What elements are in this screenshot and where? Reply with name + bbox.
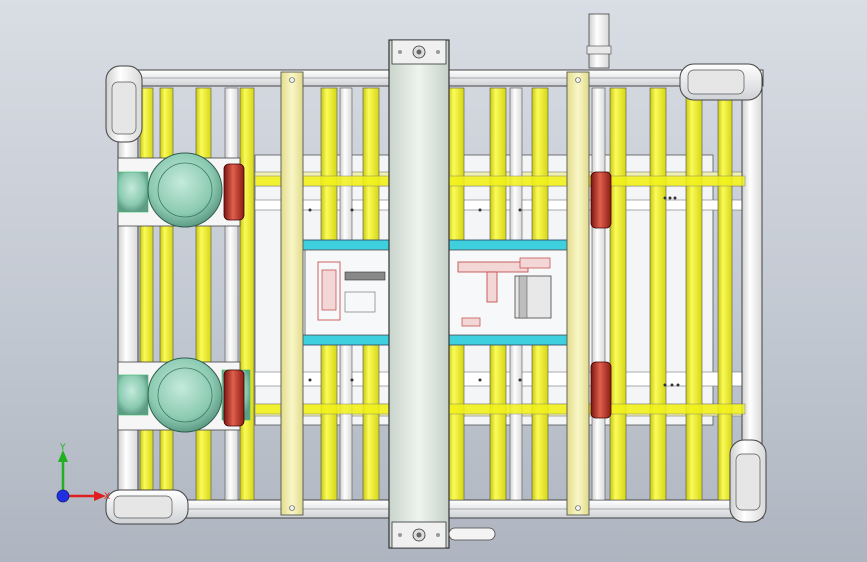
top-post — [586, 13, 612, 69]
axis-y-label: Y — [59, 443, 66, 453]
axis-x-arrow-icon — [94, 491, 106, 501]
casters[interactable] — [105, 63, 767, 525]
axis-triad[interactable]: Y X — [56, 443, 110, 503]
axis-z-icon — [56, 489, 70, 503]
center-left-rollers — [320, 87, 380, 501]
axis-x-label: X — [104, 492, 110, 502]
caster-bottom-right — [729, 439, 767, 523]
caster-top-right — [679, 63, 763, 101]
bumpers — [223, 163, 612, 427]
caster-bottom-left — [105, 489, 189, 525]
caster-top-left — [105, 65, 143, 143]
handle-bottom[interactable] — [448, 527, 496, 541]
guide-rails[interactable] — [280, 71, 590, 516]
axis-y-arrow-icon — [58, 450, 68, 462]
motor-top[interactable] — [117, 152, 241, 228]
left-rollers — [139, 87, 255, 501]
right-rollers — [591, 87, 733, 501]
fasteners — [308, 196, 680, 387]
cross-bands — [254, 175, 746, 415]
center-beam[interactable] — [388, 39, 450, 549]
motor-bottom[interactable] — [117, 357, 251, 433]
